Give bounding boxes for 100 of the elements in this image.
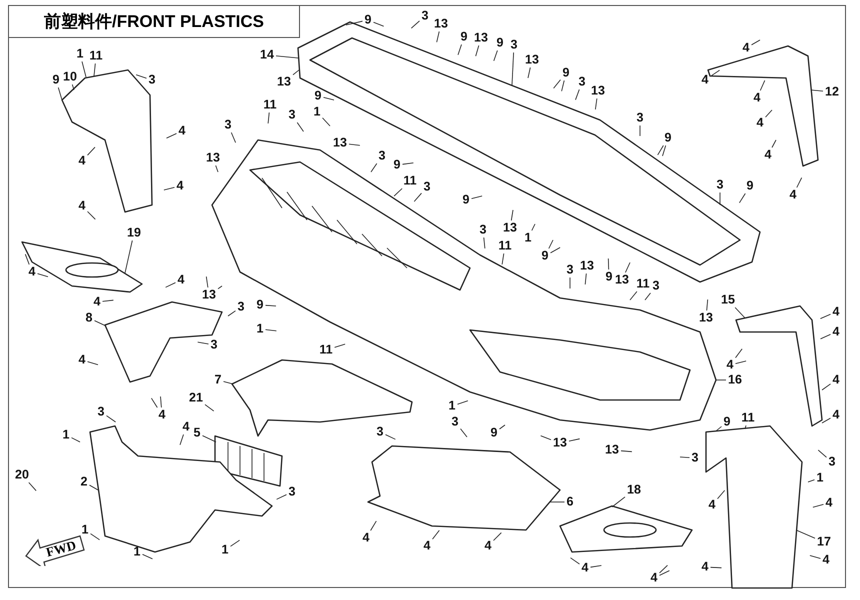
callout-number: 9 bbox=[256, 298, 264, 312]
leader-line bbox=[87, 146, 96, 156]
leader-line bbox=[296, 122, 304, 132]
callout-number: 7 bbox=[214, 374, 222, 386]
leader-line bbox=[575, 89, 580, 100]
leader-line bbox=[796, 177, 802, 188]
leader-line bbox=[662, 145, 666, 156]
leader-line bbox=[28, 482, 36, 492]
leader-line bbox=[493, 50, 498, 62]
callout-number: 13 bbox=[276, 76, 292, 88]
leader-line bbox=[457, 400, 468, 405]
callout-number: 11 bbox=[497, 240, 513, 252]
callout-number: 1 bbox=[132, 546, 142, 558]
leader-line bbox=[460, 428, 468, 438]
callout-number: 3 bbox=[828, 456, 836, 468]
callout-number: 3 bbox=[422, 180, 432, 194]
callout-number: 3 bbox=[636, 112, 644, 124]
callout-number: 9 bbox=[364, 14, 372, 26]
leader-line bbox=[370, 520, 377, 531]
callout-number: 11 bbox=[262, 98, 278, 112]
leader-line bbox=[739, 193, 746, 204]
leader-line bbox=[58, 87, 62, 100]
callout-number: 13 bbox=[332, 136, 348, 150]
leader-line bbox=[595, 98, 598, 110]
callout-number: 4 bbox=[742, 42, 750, 54]
leader-line bbox=[630, 291, 638, 300]
leader-line bbox=[206, 276, 208, 288]
leader-line bbox=[230, 132, 236, 143]
callout-number: 4 bbox=[756, 116, 764, 130]
callout-number: 3 bbox=[288, 486, 296, 498]
callout-number: 9 bbox=[490, 426, 498, 440]
leader-line bbox=[810, 555, 821, 559]
leader-line bbox=[432, 530, 440, 540]
leader-line bbox=[820, 334, 831, 340]
leader-line bbox=[548, 240, 554, 249]
leader-line bbox=[71, 437, 80, 442]
callout-number: 3 bbox=[148, 74, 156, 86]
leader-line bbox=[510, 210, 514, 221]
callout-number: 11 bbox=[88, 50, 104, 62]
callout-number: 1 bbox=[524, 232, 532, 244]
callout-number: 9 bbox=[314, 90, 322, 102]
leader-line bbox=[553, 79, 561, 89]
callout-number: 3 bbox=[716, 178, 724, 192]
callout-number: 13 bbox=[579, 260, 595, 272]
callout-number: 3 bbox=[236, 300, 246, 314]
leader-line bbox=[706, 299, 708, 311]
leader-line bbox=[346, 20, 363, 26]
leader-line bbox=[796, 530, 816, 539]
leader-line bbox=[106, 415, 116, 422]
leader-line bbox=[499, 424, 506, 430]
callout-number: 4 bbox=[700, 560, 710, 574]
leader-line bbox=[822, 418, 831, 424]
leader-line bbox=[471, 196, 482, 199]
leader-line bbox=[744, 425, 746, 430]
callout-number: 2 bbox=[80, 476, 88, 488]
leader-line bbox=[820, 314, 831, 319]
cover-drawing bbox=[367, 445, 561, 531]
callout-number: 4 bbox=[422, 540, 432, 552]
leader-line bbox=[772, 140, 776, 148]
callout-number: 3 bbox=[378, 150, 386, 162]
leader-line bbox=[90, 533, 100, 540]
leader-line bbox=[89, 484, 98, 490]
leader-line bbox=[550, 247, 560, 254]
leader-line bbox=[265, 329, 277, 332]
leader-line bbox=[202, 435, 216, 442]
callout-number: 11 bbox=[318, 344, 334, 356]
leader-line bbox=[608, 258, 610, 270]
callout-number: 3 bbox=[510, 38, 518, 52]
leader-line bbox=[659, 564, 668, 574]
leader-line bbox=[228, 310, 236, 316]
leader-line bbox=[414, 192, 422, 202]
leader-line bbox=[37, 273, 48, 278]
leader-line bbox=[540, 435, 552, 440]
callout-number: 13 bbox=[433, 18, 449, 30]
fender-drawing bbox=[61, 69, 153, 213]
leader-line bbox=[710, 70, 720, 77]
callout-number: 3 bbox=[450, 416, 460, 428]
callout-number: 18 bbox=[626, 484, 642, 496]
leader-line bbox=[735, 360, 746, 364]
leader-line bbox=[765, 110, 772, 118]
callout-number: 17 bbox=[816, 536, 832, 548]
callout-number: 4 bbox=[832, 306, 840, 318]
callout-number: 4 bbox=[484, 540, 492, 552]
leader-line bbox=[268, 112, 270, 124]
leader-line bbox=[124, 240, 133, 274]
callout-number: 4 bbox=[832, 408, 840, 422]
callout-number: 9 bbox=[496, 36, 504, 50]
leader-line bbox=[322, 118, 330, 126]
callout-number: 3 bbox=[210, 338, 218, 352]
callout-number: 13 bbox=[524, 54, 540, 66]
callout-number: 11 bbox=[740, 412, 756, 424]
leader-line bbox=[151, 398, 158, 408]
leader-line bbox=[402, 162, 414, 165]
callout-number: 4 bbox=[764, 148, 772, 162]
callout-number: 11 bbox=[635, 278, 651, 290]
callout-number: 6 bbox=[566, 496, 574, 508]
callout-number: 9 bbox=[52, 74, 60, 86]
leader-line bbox=[531, 224, 536, 231]
leader-line bbox=[644, 292, 651, 300]
callout-number: 4 bbox=[362, 532, 370, 544]
